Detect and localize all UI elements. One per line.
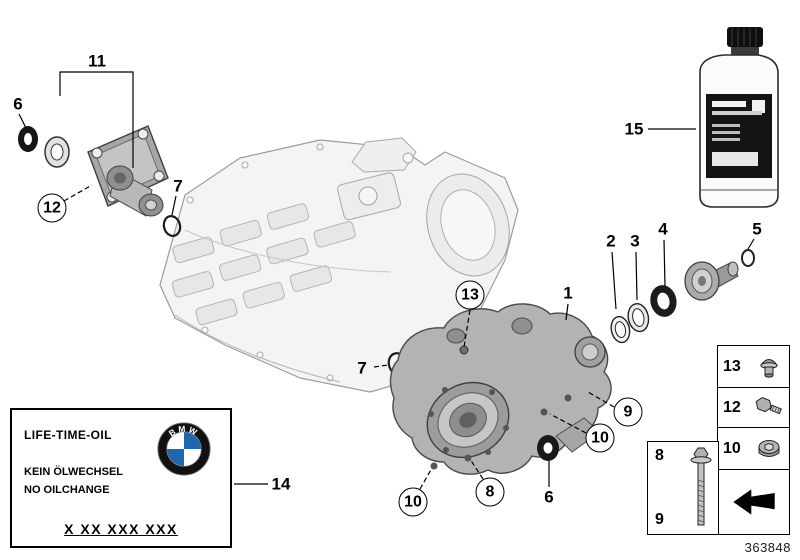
callout-7-lower[interactable]: 7 [357,358,367,378]
callout-2[interactable]: 2 [606,231,616,251]
breather-plug-icon [760,358,778,378]
callout-8[interactable]: 8 [475,477,505,507]
hw-num-9[interactable]: 9 [655,511,664,528]
leader-lines [18,71,755,490]
oil-service-label: LIFE-TIME-OIL BMW KEIN ÖLWECHSEL NO OILC… [10,408,232,548]
callout-14[interactable]: 14 [271,474,291,494]
callout-13[interactable]: 13 [455,280,485,310]
bmw-roundel-icon: BMW [157,422,211,476]
hw-row-10: 10 [718,428,789,470]
bmw-logo-text: BMW [167,424,199,439]
label-part-code: X XX XXX XXX [64,521,178,537]
callout-1[interactable]: 1 [563,283,573,303]
callout-6-rear[interactable]: 6 [544,487,554,507]
output-flange-drawing [684,261,739,301]
hw-num-13[interactable]: 13 [723,357,741,375]
hw-num-10[interactable]: 10 [723,439,741,457]
label-line-german: KEIN ÖLWECHSEL [24,466,124,478]
callout-5[interactable]: 5 [752,219,762,239]
oring-7-upper [162,215,182,237]
callout-10-right[interactable]: 10 [585,423,615,453]
hex-flange-bolt-icon [755,396,782,414]
hw-num-8[interactable]: 8 [655,447,664,464]
screw-plug-icon [758,439,780,457]
callout-10-left[interactable]: 10 [398,487,428,517]
svg-text:BMW: BMW [167,424,201,439]
input-flange-drawing [87,125,169,217]
callout-9[interactable]: 9 [613,397,643,427]
oil-bottle-drawing [699,27,779,208]
hw-row-12: 12 [718,388,789,428]
hw-row-13: 13 [718,346,789,388]
hw-bolt-cell: 8 9 [647,441,719,535]
input-seals-drawing [18,126,70,168]
direction-arrow-icon [732,489,775,515]
callout-11[interactable]: 11 [88,51,106,71]
callout-15[interactable]: 15 [624,119,644,139]
drawing-number: 363848 [744,540,791,555]
hw-num-12[interactable]: 12 [723,398,741,416]
callout-12[interactable]: 12 [37,193,67,223]
callout-3[interactable]: 3 [630,231,640,251]
hardware-table: 13 12 10 [717,345,790,535]
output-rings-drawing [610,285,677,344]
differential-drawing [389,303,612,475]
callout-6-front[interactable]: 6 [13,94,23,114]
label-title: LIFE-TIME-OIL [24,428,112,442]
label-line-english: NO OILCHANGE [24,484,110,496]
hw-row-arrow [718,470,789,534]
long-bolt-icon [690,447,711,526]
callout-4[interactable]: 4 [658,219,668,239]
callout-7-upper[interactable]: 7 [173,176,183,196]
breather-plug-drawing [459,345,469,355]
circlip-5-drawing [741,249,755,267]
